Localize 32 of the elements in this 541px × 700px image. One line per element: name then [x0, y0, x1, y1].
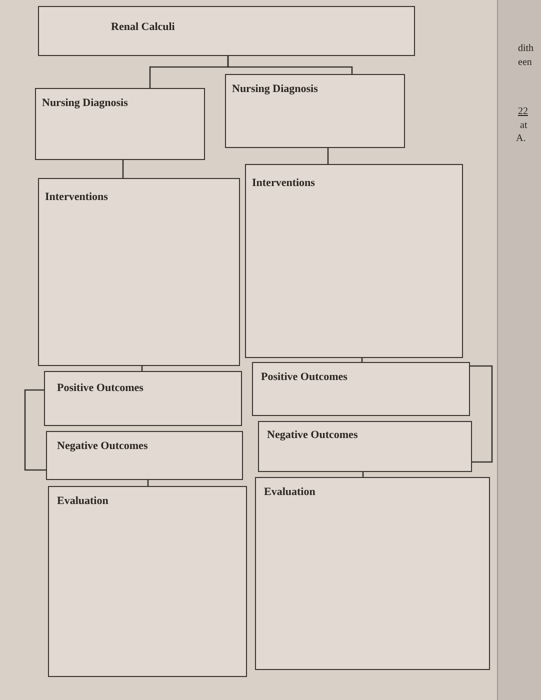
page-text-fragment: at [520, 120, 528, 131]
page-text-fragment: 22 [518, 106, 528, 117]
connector-line [122, 160, 124, 178]
box-heading: Nursing Diagnosis [232, 83, 318, 96]
interventions-box [38, 178, 240, 366]
outcome-box [252, 362, 470, 416]
box-heading: Evaluation [57, 495, 108, 508]
box-heading: Interventions [252, 177, 315, 190]
box-heading: Negative Outcomes [267, 429, 358, 442]
outcome-box [258, 421, 472, 472]
page-text-fragment: een [518, 57, 532, 68]
connector-line [227, 56, 353, 74]
diagnosis-box [35, 88, 205, 160]
connector-line [327, 148, 329, 164]
outcome-box [44, 371, 242, 426]
bracket-line [470, 365, 493, 463]
outcome-box [46, 431, 243, 480]
diagnosis-box [225, 74, 405, 148]
bracket-line [24, 389, 46, 471]
page-text-fragment: dith [518, 43, 534, 54]
box-heading: Positive Outcomes [57, 382, 144, 395]
box-heading: Interventions [45, 191, 108, 204]
box-heading: Renal Calculi [111, 21, 175, 34]
interventions-box [245, 164, 463, 358]
title-box [38, 6, 415, 56]
evaluation-box [255, 477, 490, 670]
box-heading: Positive Outcomes [261, 371, 348, 384]
box-heading: Negative Outcomes [57, 440, 148, 453]
box-heading: Evaluation [264, 486, 316, 499]
box-heading: Nursing Diagnosis [42, 97, 128, 110]
page-text-fragment: A. [516, 133, 526, 144]
evaluation-box [48, 486, 247, 677]
